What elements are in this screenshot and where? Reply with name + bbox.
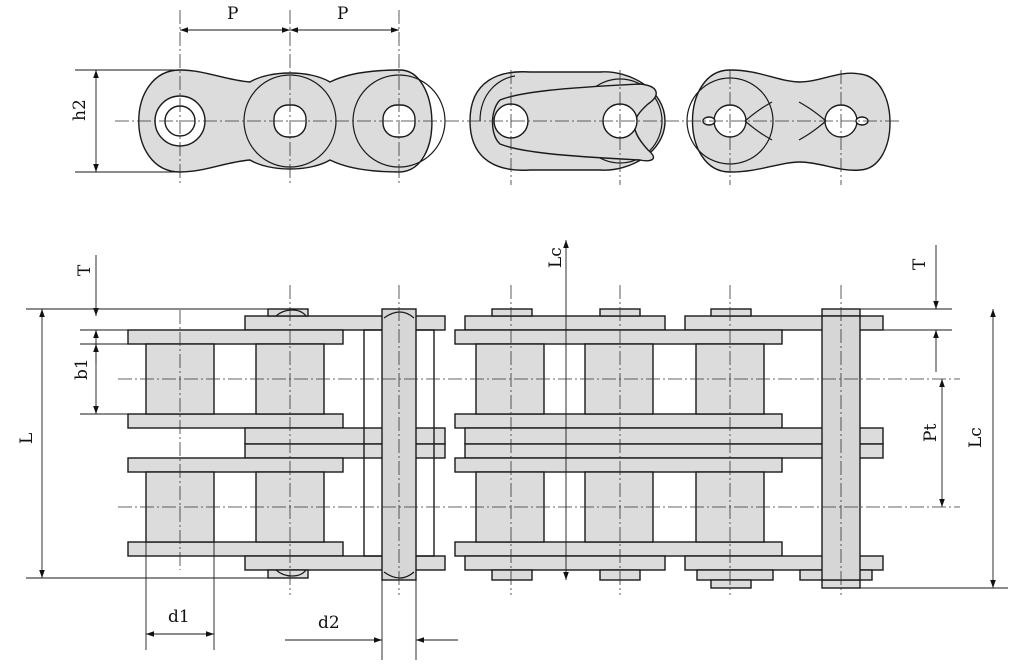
pt-label: Pt bbox=[921, 424, 941, 442]
pin-head-top-4 bbox=[710, 308, 752, 317]
connecting-pin-bottom-arc bbox=[383, 571, 415, 579]
inner-plate-2a bbox=[454, 329, 783, 345]
cotter-bottom-1 bbox=[696, 569, 774, 581]
cotter-legs-2 bbox=[798, 101, 827, 141]
inner-plate-1a bbox=[127, 329, 344, 345]
h2-label: h2 bbox=[70, 99, 90, 121]
spring-clip bbox=[491, 83, 657, 162]
inner-plate-3b bbox=[127, 541, 344, 557]
inner-plate-4b bbox=[454, 541, 783, 557]
outer-plate-top-2 bbox=[464, 315, 666, 331]
plan-view: T b1 L Lc T Pt Lc d1 bbox=[17, 240, 1008, 660]
pitch-label-1: P bbox=[227, 4, 238, 24]
middle-plate-4 bbox=[464, 443, 884, 459]
d2-label: d2 bbox=[318, 613, 340, 633]
outer-plate-bottom-2 bbox=[464, 555, 666, 571]
inner-plate-1b bbox=[127, 413, 344, 429]
pin-head-bottom-2 bbox=[491, 569, 533, 581]
d1-label: d1 bbox=[168, 607, 190, 627]
inner-plate-2b bbox=[454, 413, 783, 429]
pin-head-bottom-4 bbox=[710, 579, 752, 589]
t-left-label: T bbox=[75, 264, 95, 276]
pin-head-top-1 bbox=[267, 308, 309, 317]
inner-plate-4a bbox=[454, 457, 783, 473]
connecting-pin-top-arc bbox=[383, 311, 415, 319]
middle-plate-2 bbox=[464, 427, 884, 445]
t-right-label: T bbox=[910, 258, 930, 270]
pin-head-top-2 bbox=[491, 308, 533, 317]
pitch-label-2: P bbox=[337, 4, 348, 24]
cotter-legs-1 bbox=[744, 101, 773, 141]
side-view: P P h2 bbox=[70, 4, 900, 185]
l-label: L bbox=[17, 433, 37, 444]
lc-right-label: Lc bbox=[966, 427, 986, 448]
lc-top-label: Lc bbox=[546, 247, 566, 268]
pin-head-bottom-1 bbox=[267, 569, 309, 579]
pin-bottom-arc-1 bbox=[275, 569, 307, 577]
pin-top-arc-1 bbox=[275, 309, 307, 317]
inner-plate-3a bbox=[127, 457, 344, 473]
b1-label: b1 bbox=[72, 358, 92, 380]
